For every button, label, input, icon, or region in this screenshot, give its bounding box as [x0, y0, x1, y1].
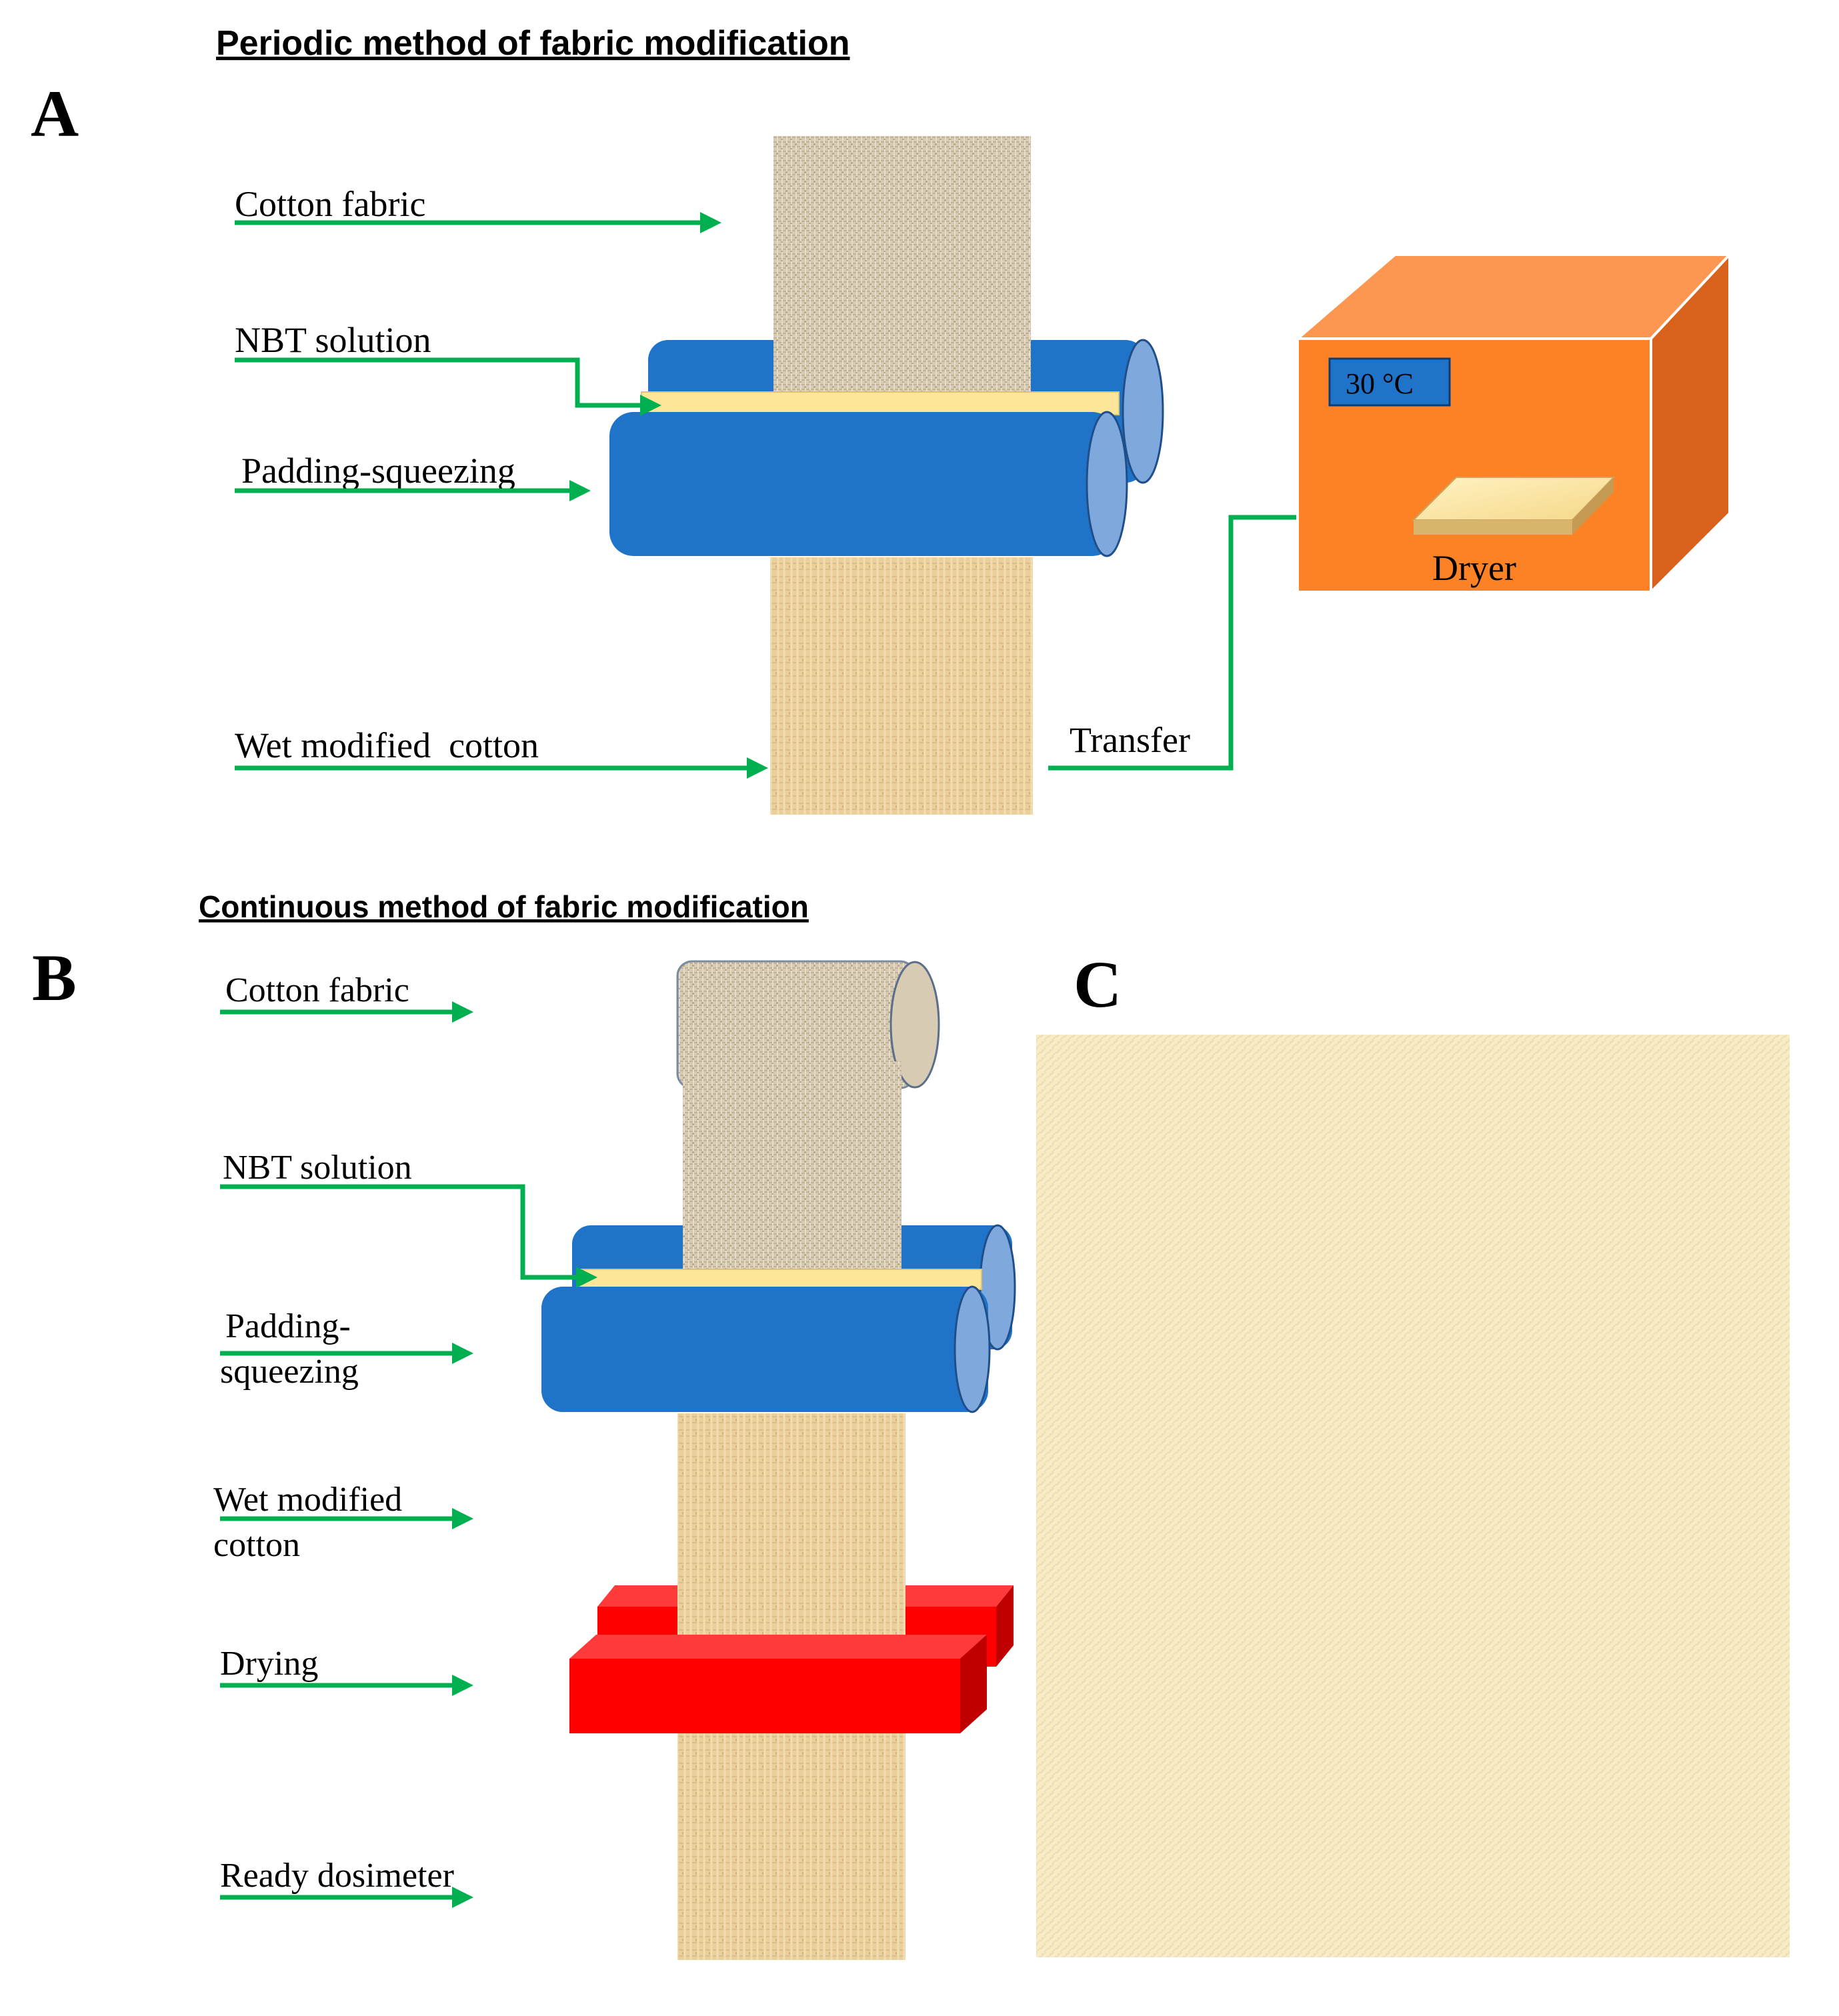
nbt-solution-strip-b: [577, 1269, 982, 1290]
fabric-sample-photo: [1036, 1035, 1790, 1957]
arrow-drying-b: [220, 1675, 473, 1696]
dryer-temperature-display: [1328, 357, 1451, 407]
dryer-front: [1296, 337, 1652, 593]
panel-c: C: [1036, 947, 1790, 1957]
front-roller-b: [541, 1285, 991, 1413]
label-cotton-fabric-b: Cotton fabric: [225, 971, 409, 1009]
panel-a-title: Periodic method of fabric modification: [216, 24, 850, 63]
label-wet-line2-b: cotton: [213, 1526, 300, 1564]
panel-b: Continuous method of fabric modification…: [32, 889, 1016, 1960]
label-nbt-solution-a: NBT solution: [235, 320, 431, 360]
arrow-nbt-solution-b: [220, 1184, 597, 1288]
arrow-cotton-fabric-b: [220, 1001, 473, 1023]
label-wet-modified-cotton-a: Wet modified cotton: [235, 725, 539, 765]
drying-block-front: [569, 1635, 987, 1733]
arrow-padding-squeezing-a: [235, 480, 591, 501]
drying-unit: [569, 1659, 960, 1733]
arrow-wet-modified-cotton-b: [220, 1508, 473, 1529]
label-ready-dosimeter-b: Ready dosimeter: [220, 1857, 454, 1895]
label-padding-line1-b: Padding-: [225, 1307, 351, 1345]
label-transfer-a: Transfer: [1070, 720, 1190, 760]
arrow-padding-squeezing-b: [220, 1343, 473, 1364]
arrow-nbt-solution-a: [235, 357, 661, 416]
arrow-ready-dosimeter-b: [220, 1887, 473, 1908]
label-cotton-fabric-a: Cotton fabric: [235, 184, 425, 224]
label-padding-line2-b: squeezing: [220, 1353, 359, 1391]
panel-b-letter: B: [32, 941, 77, 1015]
panel-a-letter: A: [31, 77, 79, 151]
panel-c-letter: C: [1074, 947, 1122, 1021]
ready-dosimeter-strip: [677, 1733, 905, 1960]
panel-a: Periodic method of fabric modification A…: [31, 24, 1733, 815]
fabric-sample-plate: [1412, 477, 1616, 535]
dryer-box: 30 °C Dryer: [1294, 251, 1733, 595]
wet-modified-cotton-a: [770, 557, 1033, 815]
label-nbt-solution-b: NBT solution: [223, 1149, 412, 1187]
arrow-cotton-fabric-a: [235, 212, 721, 233]
dryer-temperature: 30 °C: [1346, 367, 1414, 400]
nbt-solution-strip-a: [641, 391, 1120, 415]
label-wet-line1-b: Wet modified: [213, 1481, 402, 1519]
dryer-label: Dryer: [1432, 548, 1516, 588]
panel-b-title: Continuous method of fabric modification: [199, 889, 809, 924]
label-drying-b: Drying: [220, 1645, 318, 1683]
front-roller-a: [609, 411, 1128, 557]
arrow-wet-modified-cotton-a: [235, 757, 768, 779]
label-padding-squeezing-a: Padding-squeezing: [241, 451, 515, 491]
